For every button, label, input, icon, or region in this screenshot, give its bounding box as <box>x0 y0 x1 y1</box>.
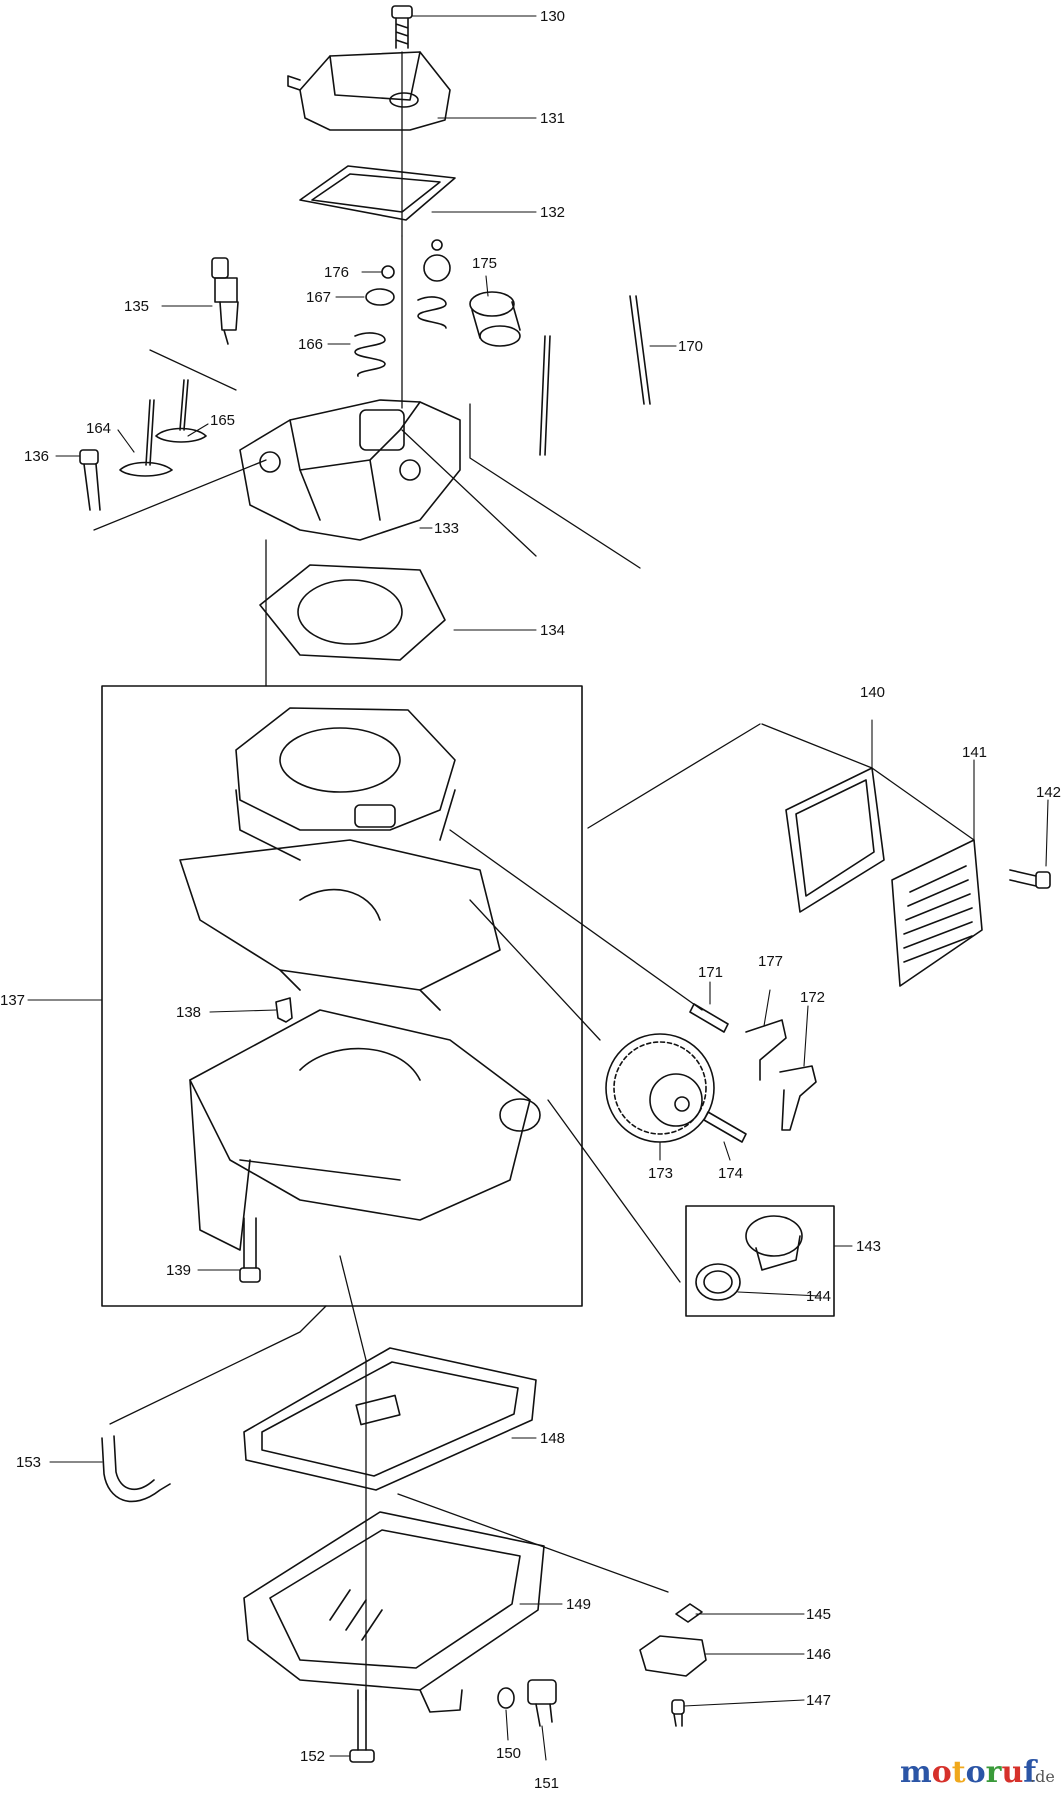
pushrod-170-drawing <box>629 295 651 405</box>
oil-pan-149-drawing <box>243 1511 545 1713</box>
cover-141-drawing <box>891 839 983 987</box>
gasket-148-drawing <box>243 1347 537 1491</box>
hose-153-drawing <box>101 1435 171 1503</box>
callout-173: 173 <box>648 1165 673 1182</box>
callout-140: 140 <box>860 684 885 701</box>
callout-166: 166 <box>298 336 323 353</box>
callout-141: 141 <box>962 744 987 761</box>
callout-146: 146 <box>806 1646 831 1663</box>
gasket-132-drawing <box>299 165 456 221</box>
callout-143: 143 <box>856 1238 881 1255</box>
callout-152: 152 <box>300 1748 325 1765</box>
gasket-140-drawing <box>785 767 885 913</box>
bolt-152-drawing <box>349 1689 375 1763</box>
callout-151: 151 <box>534 1775 559 1792</box>
callout-167: 167 <box>306 289 331 306</box>
callout-134: 134 <box>540 622 565 639</box>
logo-domain-suffix: .de <box>1030 1767 1055 1786</box>
sleeve-175-drawing <box>469 291 521 347</box>
callout-138: 138 <box>176 1004 201 1021</box>
screw-147-drawing <box>671 1699 685 1727</box>
callout-132: 132 <box>540 204 565 221</box>
callout-153: 153 <box>16 1454 41 1471</box>
oil-cap-drawing <box>745 1215 803 1271</box>
drain-plug-151-drawing <box>527 1679 557 1727</box>
pin-171-drawing <box>689 1003 729 1033</box>
spring-right-drawing <box>417 296 447 329</box>
motoruf-logo: motoruf .de <box>900 1755 1055 1790</box>
cylinder-head-133-drawing <box>239 399 461 541</box>
spring-166-drawing <box>354 332 386 377</box>
bolt-130-drawing <box>391 5 413 49</box>
callout-170: 170 <box>678 338 703 355</box>
pushrod-short-drawing <box>539 335 551 456</box>
keeper-176-drawing <box>381 265 395 279</box>
callout-136: 136 <box>24 448 49 465</box>
connector-lines <box>93 51 975 1701</box>
valve-cover-131-drawing <box>287 51 451 131</box>
sensor-138-drawing <box>275 997 293 1023</box>
callout-142: 142 <box>1036 784 1061 801</box>
callout-172: 172 <box>800 989 825 1006</box>
callout-137: 137 <box>0 992 25 1009</box>
callout-135: 135 <box>124 298 149 315</box>
crankcase-lower-drawing <box>189 1009 541 1251</box>
bolt-136-drawing <box>79 449 101 511</box>
callout-175: 175 <box>472 255 497 272</box>
plate-145-drawing <box>675 1603 703 1623</box>
valve-165-drawing <box>155 379 207 443</box>
callout-171: 171 <box>698 964 723 981</box>
gear-173-drawing <box>605 1033 715 1143</box>
callout-130: 130 <box>540 8 565 25</box>
pin-174-drawing <box>703 1111 747 1143</box>
callout-165: 165 <box>210 412 235 429</box>
retainer-167-drawing <box>365 288 395 306</box>
valve-164-drawing <box>119 399 173 477</box>
callout-148: 148 <box>540 1430 565 1447</box>
callout-149: 149 <box>566 1596 591 1613</box>
callout-145: 145 <box>806 1606 831 1623</box>
governor-177-172-drawing <box>745 1019 817 1131</box>
logo-wordmark: motoruf <box>900 1755 1038 1790</box>
head-gasket-134-drawing <box>259 564 446 661</box>
box-143 <box>685 1205 835 1317</box>
seal-144-drawing <box>695 1263 741 1301</box>
callout-139: 139 <box>166 1262 191 1279</box>
block-frame-137 <box>101 685 583 1307</box>
callout-164: 164 <box>86 420 111 437</box>
callout-150: 150 <box>496 1745 521 1762</box>
bolt-139-drawing <box>239 1217 261 1283</box>
cylinder-block-drawing <box>179 707 501 1011</box>
washer-150-drawing <box>497 1687 515 1709</box>
callout-174: 174 <box>718 1165 743 1182</box>
block-146-drawing <box>639 1635 707 1677</box>
callout-177: 177 <box>758 953 783 970</box>
callout-133: 133 <box>434 520 459 537</box>
callout-labels: 130 131 132 175 176 167 135 170 166 164 … <box>0 8 1061 1792</box>
leader-lines <box>27 15 1049 1761</box>
callout-176: 176 <box>324 264 349 281</box>
spark-plug-135-drawing <box>211 257 239 345</box>
callout-144: 144 <box>806 1288 831 1305</box>
bolt-142-drawing <box>1009 869 1051 889</box>
callout-147: 147 <box>806 1692 831 1709</box>
callout-131: 131 <box>540 110 565 127</box>
